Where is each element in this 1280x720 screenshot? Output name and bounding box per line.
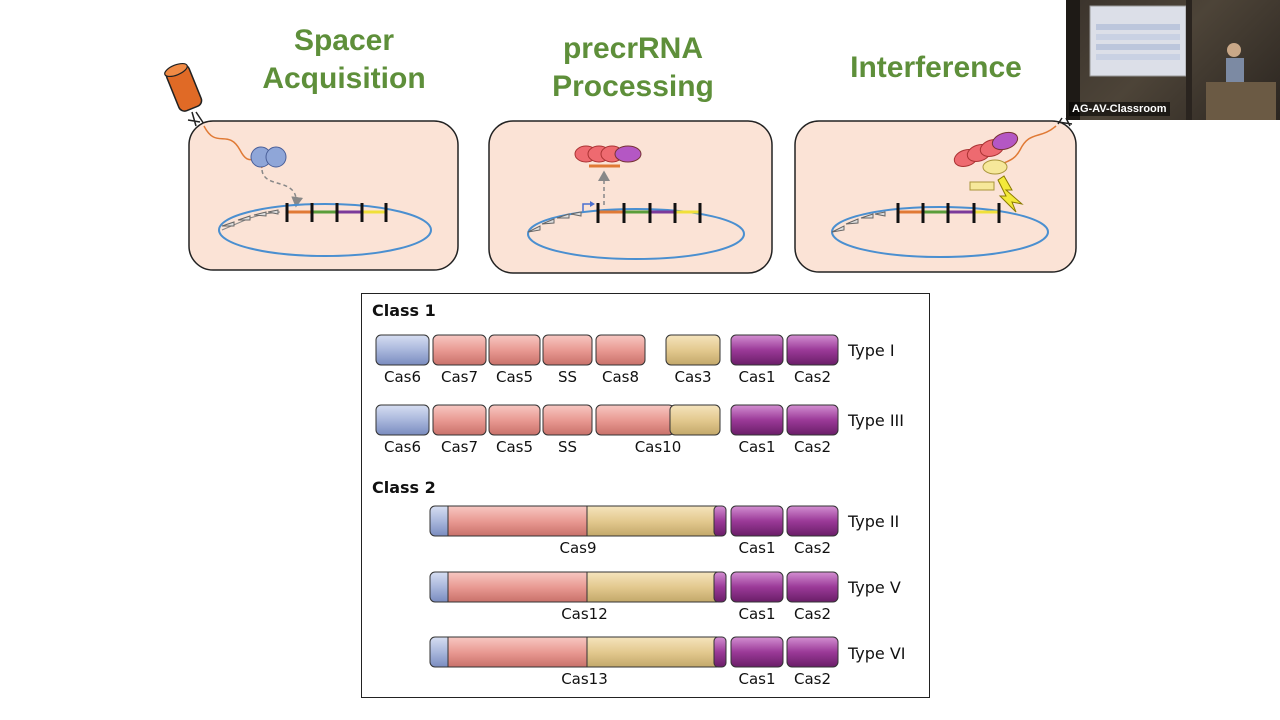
stage-panels-illustration [164, 62, 1077, 274]
type-label-type-ii: Type II [848, 512, 900, 531]
gene-cas10-pink [595, 404, 675, 436]
gene-cas10-tan [669, 404, 721, 436]
type-label-type-iii: Type III [848, 411, 904, 430]
gene-label-cas1: Cas1 [738, 539, 776, 557]
gene-label-cas12: Cas12 [561, 605, 608, 623]
gene-label-ss: SS [557, 438, 578, 456]
gene-cas6 [375, 334, 430, 366]
gene-cas1 [730, 404, 784, 436]
class-2-label: Class 2 [372, 478, 436, 497]
stage-title-spacer-acquisition: Spacer Acquisition [256, 22, 432, 98]
panel-spacer-acquisition [188, 120, 459, 271]
gene-label-cas2: Cas2 [793, 605, 832, 623]
panel-interference [794, 117, 1077, 273]
gene-cas13-pink [447, 636, 589, 668]
stage-title-line2: Acquisition [262, 62, 426, 95]
gene-label-cas7: Cas7 [440, 368, 479, 386]
gene-cas2 [786, 571, 839, 603]
type-label-type-vi: Type VI [848, 644, 906, 663]
gene-label-cas1: Cas1 [738, 438, 776, 456]
gene-label-cas3: Cas3 [674, 368, 712, 386]
stage-title-line1: precrRNA [562, 32, 704, 65]
gene-cas5 [488, 404, 541, 436]
gene-cas2 [786, 334, 839, 366]
gene-cas9-purple [713, 505, 727, 537]
gene-label-cas2: Cas2 [793, 438, 832, 456]
gene-label-cas5: Cas5 [495, 368, 534, 386]
row-type-iii-cylinders [375, 404, 839, 436]
type-label-type-i: Type I [848, 341, 895, 360]
stage-title-precrrna-processing: precrRNA Processing [544, 30, 722, 106]
stage-title-line2: Processing [552, 70, 714, 103]
gene-label-cas1: Cas1 [738, 670, 776, 688]
gene-label-cas2: Cas2 [793, 670, 832, 688]
gene-label-cas7: Cas7 [440, 438, 479, 456]
gene-cas2 [786, 636, 839, 668]
gene-ss [542, 404, 593, 436]
type-label-type-v: Type V [848, 578, 901, 597]
gene-label-cas10: Cas10 [634, 438, 682, 456]
gene-ss [542, 334, 593, 366]
class-1-label: Class 1 [372, 301, 436, 320]
gene-cas12-pink [447, 571, 589, 603]
video-source-label: AG-AV-Classroom [1069, 102, 1170, 116]
gene-cas7 [432, 334, 487, 366]
stage-title-interference: Interference [838, 49, 1034, 87]
gene-label-cas6: Cas6 [383, 438, 422, 456]
gene-cas1 [730, 636, 784, 668]
row-type-vi-cylinders [429, 636, 839, 668]
video-scene-icon [1066, 0, 1276, 120]
gene-cas7 [432, 404, 487, 436]
gene-cas8 [595, 334, 646, 366]
gene-cas9-pink [447, 505, 589, 537]
panel-precrrna-processing [488, 120, 773, 274]
stage-title-line1: Interference [850, 51, 1022, 84]
row-type-i-cylinders [375, 334, 839, 366]
gene-label-cas2: Cas2 [793, 539, 832, 557]
gene-cas1 [730, 334, 784, 366]
row-type-ii-cylinders [429, 505, 839, 537]
gene-label-cas2: Cas2 [793, 368, 832, 386]
gene-cas9-tan [586, 505, 718, 537]
gene-label-cas6: Cas6 [383, 368, 422, 386]
gene-cas6 [375, 404, 430, 436]
gene-label-cas1: Cas1 [738, 368, 776, 386]
gene-cas12-purple [713, 571, 727, 603]
gene-cas13-purple [713, 636, 727, 668]
gene-label-cas13: Cas13 [561, 670, 608, 688]
gene-cas1 [730, 505, 784, 537]
gene-cas2 [786, 404, 839, 436]
phage-icon [164, 62, 205, 127]
gene-cas5 [488, 334, 541, 366]
gene-cas13-tan [586, 636, 718, 668]
gene-cas2 [786, 505, 839, 537]
gene-label-cas9: Cas9 [559, 539, 597, 557]
row-type-v-cylinders [429, 571, 839, 603]
gene-label-cas5: Cas5 [495, 438, 534, 456]
gene-cas1 [730, 571, 784, 603]
stage-title-line1: Spacer [293, 24, 395, 57]
gene-label-cas1: Cas1 [738, 605, 776, 623]
gene-cas12-tan [586, 571, 718, 603]
gene-label-cas8: Cas8 [601, 368, 640, 386]
video-thumbnail[interactable] [1066, 0, 1280, 120]
gene-cas3 [665, 334, 721, 366]
gene-label-ss: SS [557, 368, 578, 386]
